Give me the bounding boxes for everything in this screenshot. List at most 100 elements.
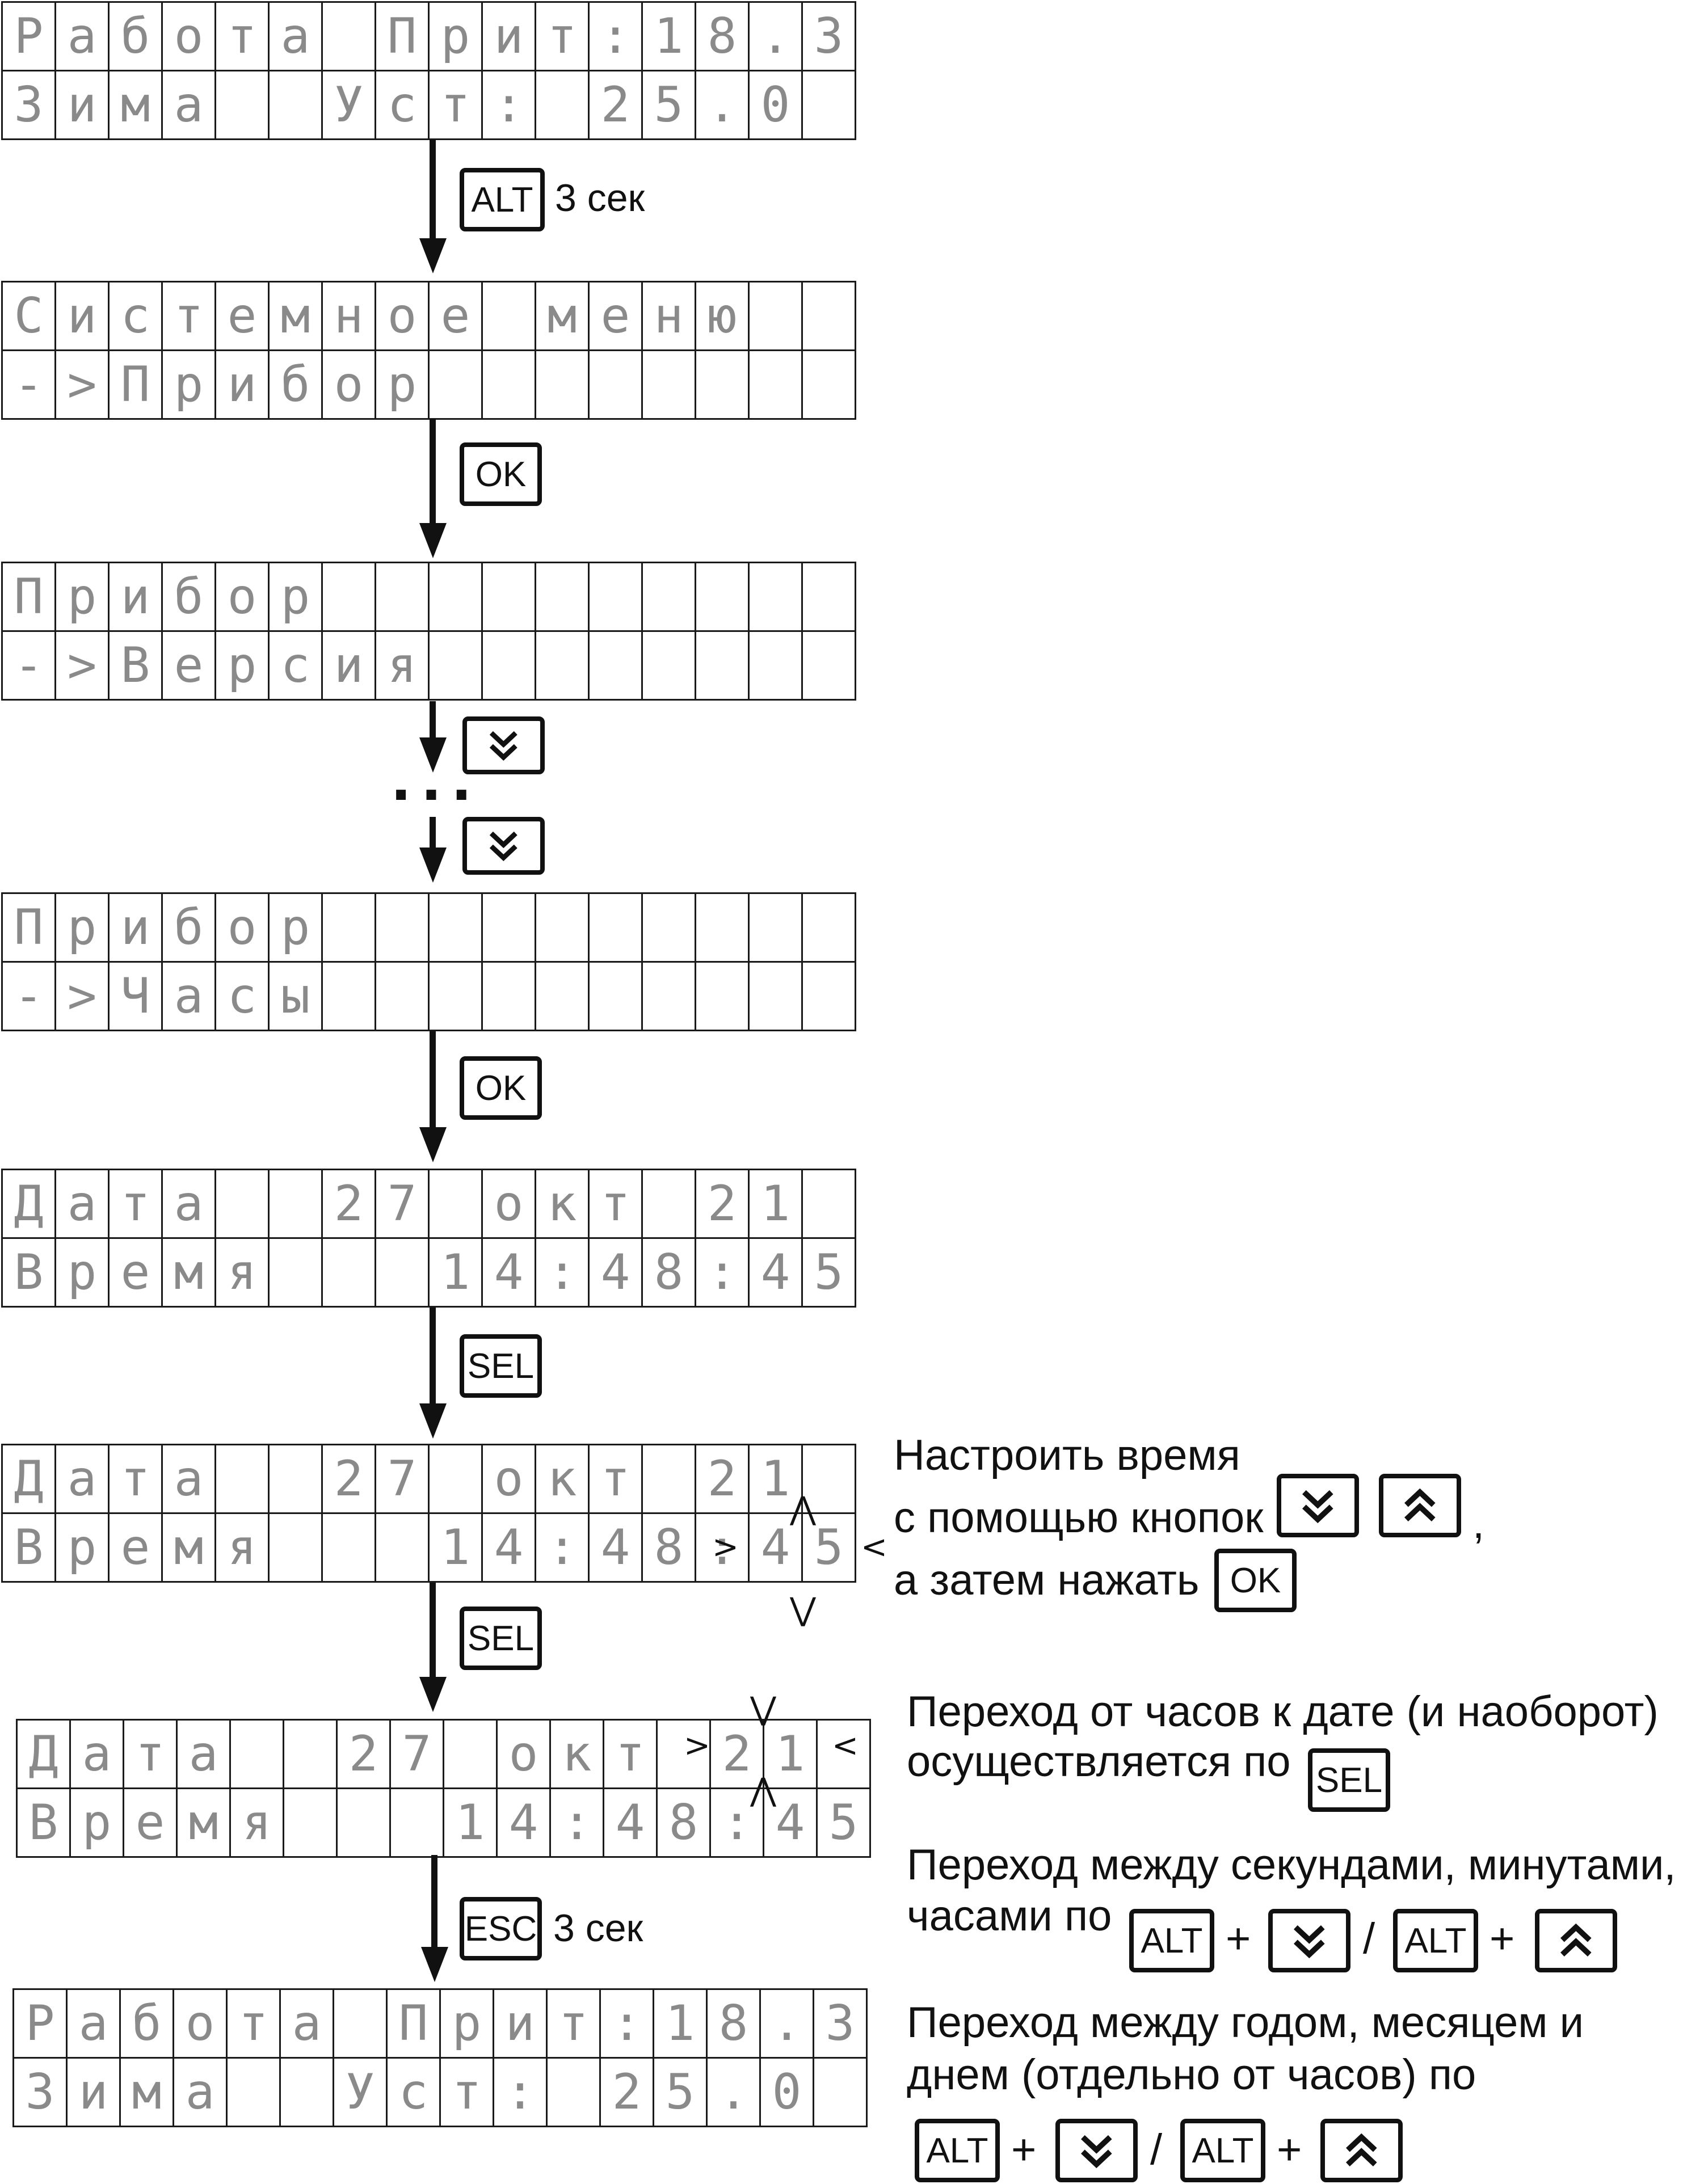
lcd-cell [590, 351, 643, 420]
lcd-cell: З [3, 71, 56, 140]
lcd-cell: 1 [654, 1990, 708, 2059]
lcd-cell [750, 351, 803, 420]
lcd-cell: т [536, 3, 590, 71]
flow-arrow-1 [430, 140, 436, 242]
lcd-cell: н [643, 283, 696, 351]
lcd-cell: 4 [483, 1514, 536, 1583]
lcd-cell: т [548, 1990, 601, 2059]
lcd-cell: о [163, 3, 216, 71]
lcd-cell: Р [3, 3, 56, 71]
lcd-cell: 4 [590, 1514, 643, 1583]
lcd-cell: а [56, 3, 110, 71]
blink-mark-year-bottom: ⋀ [750, 1772, 776, 1808]
lcd-cell [750, 563, 803, 632]
lcd-cell: 0 [761, 2059, 814, 2127]
lcd-cell: П [110, 351, 163, 420]
lcd-cell: р [163, 351, 216, 420]
lcd-cell: а [68, 1990, 121, 2059]
lcd-cell: 5 [643, 71, 696, 140]
ok-key: OK [460, 1056, 542, 1120]
down-key [1055, 2119, 1138, 2182]
lcd-cell: > [56, 351, 110, 420]
flow-arrow-5 [430, 1308, 436, 1407]
lcd-cell: о [216, 894, 270, 963]
lcd-cell [228, 2059, 281, 2127]
lcd-cell [270, 1445, 323, 1514]
note-switch-ymd-line1: Переход между годом, месяцем и [907, 1999, 1584, 2047]
lcd-cell: и [494, 1990, 548, 2059]
lcd-cell [803, 963, 856, 1031]
blink-mark-seconds-left: > [712, 1529, 739, 1566]
lcd-cell [643, 894, 696, 963]
lcd-cell [750, 894, 803, 963]
lcd-cell [444, 1721, 498, 1789]
lcd-cell [483, 963, 536, 1031]
flow-arrow-6 [430, 1583, 436, 1680]
lcd-cell: 2 [601, 2059, 654, 2127]
plus-sign: + [1490, 1915, 1515, 1963]
lcd-cell [284, 1789, 338, 1858]
lcd-cell: е [430, 283, 483, 351]
lcd-cell: П [3, 563, 56, 632]
lcd-cell: е [124, 1789, 178, 1858]
lcd-cell [803, 563, 856, 632]
lcd-cell [483, 283, 536, 351]
blink-mark-seconds-top: ⋀ [790, 1490, 816, 1527]
lcd-cell: о [483, 1170, 536, 1239]
alt-key-label: ALT [1404, 1921, 1467, 1960]
slash-sign: / [1363, 1915, 1375, 1963]
lcd-cell: 8 [708, 1990, 761, 2059]
flow-arrow-3a [430, 701, 436, 741]
lcd-cell [643, 563, 696, 632]
lcd-cell: а [163, 71, 216, 140]
lcd-cell: 1 [444, 1789, 498, 1858]
lcd-cell: 2 [696, 1170, 750, 1239]
blink-mark-seconds-right: < [861, 1529, 887, 1566]
lcd-cell [696, 563, 750, 632]
lcd-cell: 8 [643, 1514, 696, 1583]
lcd-cell [590, 563, 643, 632]
lcd-cell: 7 [376, 1170, 430, 1239]
lcd-cell: т [604, 1721, 658, 1789]
lcd-cell: м [121, 2059, 174, 2127]
lcd-cell [643, 1445, 696, 1514]
lcd-cell: т [441, 2059, 494, 2127]
lcd-cell: я [216, 1514, 270, 1583]
flow-arrowhead-1 [419, 238, 447, 273]
note-switch-ymd-line2: днем (отдельно от часов) по [907, 2051, 1476, 2099]
lcd-cell: н [323, 283, 376, 351]
lcd-cell: 1 [430, 1514, 483, 1583]
lcd-cell: о [323, 351, 376, 420]
lcd-cell: 0 [750, 71, 803, 140]
lcd-cell: а [163, 963, 216, 1031]
lcd-cell: и [68, 2059, 121, 2127]
lcd-cell: о [216, 563, 270, 632]
lcd-cell: р [270, 894, 323, 963]
lcd-cell [696, 963, 750, 1031]
lcd-cell: 8 [643, 1239, 696, 1308]
lcd-cell: р [441, 1990, 494, 2059]
lcd-cell: б [163, 894, 216, 963]
flow-arrow-4 [430, 1031, 436, 1131]
lcd-cell: 3 [803, 3, 856, 71]
ellipsis: ... [392, 739, 483, 815]
lcd-cell: 4 [483, 1239, 536, 1308]
slash-sign: / [1150, 2126, 1163, 2174]
lcd-cell: 4 [590, 1239, 643, 1308]
lcd-cell [590, 894, 643, 963]
lcd-cell: о [498, 1721, 551, 1789]
lcd-cell: Ч [110, 963, 163, 1031]
ok-key-label: OK [1230, 1561, 1281, 1600]
down-key [1277, 1474, 1359, 1537]
ok-key-label: OK [475, 1068, 527, 1108]
